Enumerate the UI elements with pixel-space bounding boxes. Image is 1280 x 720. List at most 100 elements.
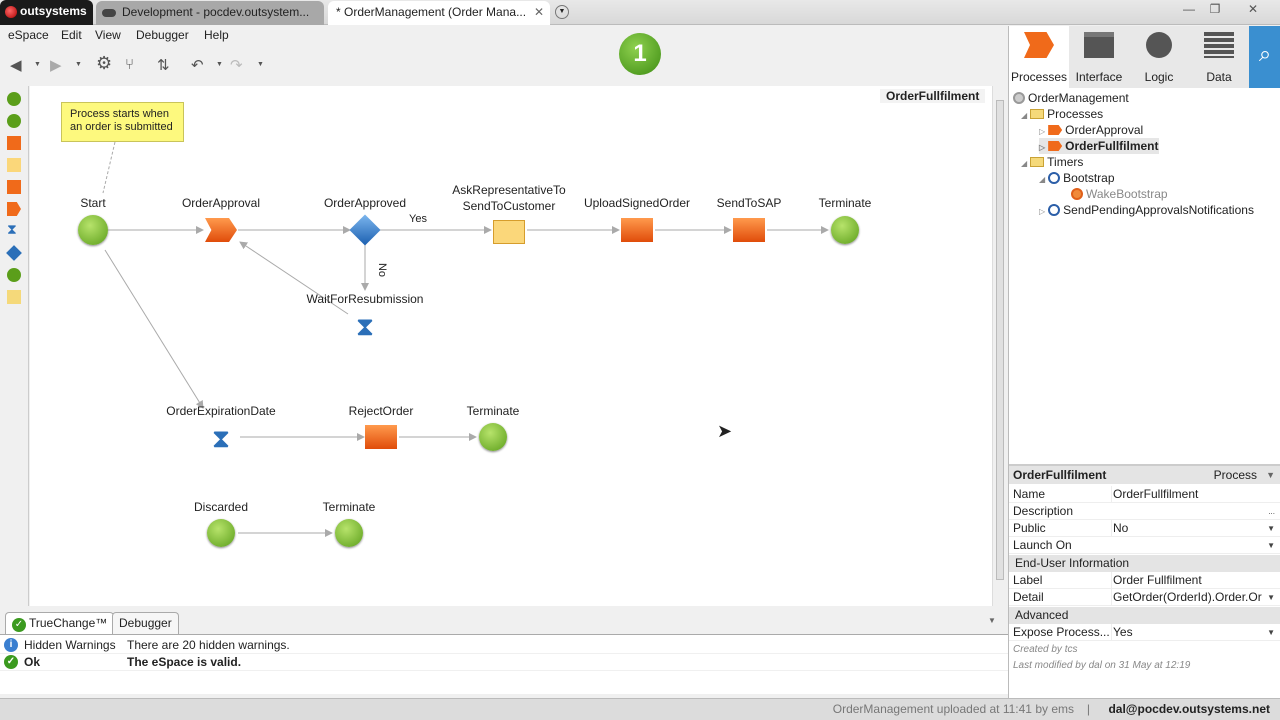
prop-value[interactable]: GetOrder(OrderId).Order.Or [1111, 589, 1262, 606]
comment-tool-icon[interactable] [7, 290, 21, 304]
tree-item-bootstrap[interactable]: ◢Bootstrap [1039, 170, 1115, 186]
close-window-button[interactable]: ✕ [1247, 2, 1259, 16]
expand-icon[interactable]: ▷ [1039, 143, 1046, 152]
expand-icon[interactable]: ◢ [1039, 175, 1046, 184]
end-node-icon[interactable] [479, 423, 507, 451]
restore-button[interactable]: ❐ [1209, 2, 1221, 16]
tree-item-wake-bootstrap[interactable]: WakeBootstrap [1071, 186, 1168, 202]
chevron-down-icon[interactable]: ▼ [1267, 593, 1275, 602]
human-activity-node-icon[interactable] [621, 218, 653, 242]
conditional-start-node-icon[interactable] [207, 519, 235, 547]
upload-download-icon[interactable]: ⇅ [157, 57, 170, 74]
tree-item-send-pending[interactable]: ▷SendPendingApprovalsNotifications [1039, 202, 1254, 218]
automatic-activity-node-icon[interactable] [365, 425, 397, 449]
outsystems-logo-tab[interactable]: outsystems [0, 0, 93, 25]
send-email-tool-icon[interactable] [7, 158, 21, 172]
chevron-down-icon[interactable]: ▼ [1267, 628, 1275, 637]
start-tool-icon[interactable] [7, 92, 21, 106]
send-email-node-icon[interactable] [493, 220, 525, 244]
execute-process-tool-icon[interactable] [7, 202, 21, 216]
forward-icon[interactable]: ▶ [50, 57, 62, 74]
tab-development[interactable]: Development - pocdev.outsystem... [96, 1, 324, 25]
connector [239, 241, 349, 315]
prop-value[interactable]: Order Fullfilment [1111, 572, 1263, 589]
ellipsis-button[interactable]: ... [1268, 507, 1275, 516]
redo-dropdown-icon[interactable]: ▼ [257, 61, 264, 68]
tab-data[interactable]: Data [1189, 26, 1249, 88]
comment-note[interactable]: Process starts when an order is submitte… [61, 102, 184, 142]
prop-expose-process[interactable]: Expose Process...Yes▼ [1009, 624, 1280, 641]
tree-item-order-fullfilment[interactable]: ▷OrderFullfilment [1039, 138, 1159, 154]
start-node-icon[interactable] [78, 215, 108, 245]
forward-dropdown-icon[interactable]: ▼ [75, 61, 82, 68]
compare-merge-icon[interactable]: ⑂ [125, 56, 135, 73]
tab-logic[interactable]: Logic [1129, 26, 1189, 88]
automatic-activity-node-icon[interactable] [733, 218, 765, 242]
tab-truechange[interactable]: ✓TrueChange™ [5, 612, 115, 634]
comment-connector [102, 141, 116, 194]
process-flow-canvas[interactable] [30, 86, 992, 606]
close-tab-icon[interactable]: ✕ [533, 5, 544, 19]
expand-icon[interactable]: ◢ [1021, 159, 1028, 168]
canvas-vertical-scrollbar[interactable] [992, 86, 1007, 606]
human-activity-tool-icon[interactable] [7, 136, 21, 150]
back-icon[interactable]: ◀ [10, 57, 22, 74]
prop-launch-on[interactable]: Launch On▼ [1009, 537, 1280, 554]
menu-espace[interactable]: eSpace [8, 28, 49, 42]
wait-tool-icon[interactable]: ⧗ [7, 221, 17, 237]
node-label: Terminate [322, 500, 376, 514]
tree-item-timers[interactable]: ◢Timers [1021, 154, 1083, 170]
redo-icon[interactable]: ↷ [230, 57, 243, 74]
tab-list-dropdown-icon[interactable]: ▼ [555, 5, 569, 19]
tab-order-management[interactable]: * OrderManagement (Order Mana...✕ [328, 1, 550, 25]
end-tool-icon[interactable] [7, 268, 21, 282]
minimize-button[interactable]: — [1183, 2, 1195, 16]
expand-icon[interactable]: ◢ [1021, 111, 1028, 120]
expand-icon[interactable]: ▷ [1039, 127, 1046, 136]
expand-icon[interactable]: ▷ [1039, 207, 1046, 216]
search-button[interactable]: ⌕ [1249, 26, 1280, 88]
upload-status: OrderManagement uploaded at 11:41 by ems [832, 702, 1074, 716]
menu-help[interactable]: Help [204, 28, 229, 42]
chevron-down-icon[interactable]: ▼ [1267, 541, 1275, 550]
prop-value[interactable]: No [1111, 520, 1263, 537]
flow-connectors [102, 141, 829, 537]
chevron-down-icon[interactable]: ▼ [1266, 470, 1275, 480]
chevron-down-icon[interactable]: ▼ [1267, 524, 1275, 533]
scrollbar-thumb[interactable] [996, 100, 1004, 580]
back-dropdown-icon[interactable]: ▼ [34, 61, 41, 68]
undo-icon[interactable]: ↶ [191, 57, 204, 74]
tree-item-root[interactable]: OrderManagement [1013, 90, 1129, 106]
gear-icon[interactable]: ⚙ [96, 53, 113, 73]
wait-node-icon[interactable]: ⧗ [211, 423, 231, 453]
menu-debugger[interactable]: Debugger [136, 28, 189, 42]
tab-debugger[interactable]: Debugger [112, 612, 179, 634]
tab-interface[interactable]: Interface [1069, 26, 1129, 88]
end-node-icon[interactable] [831, 216, 859, 244]
message-text: There are 20 hidden warnings. [127, 638, 290, 652]
panel-splitter[interactable] [1009, 464, 1280, 466]
menu-edit[interactable]: Edit [61, 28, 82, 42]
conditional-start-tool-icon[interactable] [7, 114, 21, 128]
end-node-icon[interactable] [335, 519, 363, 547]
undo-dropdown-icon[interactable]: ▼ [216, 61, 223, 68]
prop-description[interactable]: Description... [1009, 503, 1280, 520]
menu-view[interactable]: View [95, 28, 121, 42]
chevron-down-icon[interactable]: ▼ [988, 616, 996, 625]
automatic-activity-tool-icon[interactable] [7, 180, 21, 194]
prop-value[interactable]: OrderFullfilment [1111, 486, 1263, 503]
tree-item-processes[interactable]: ◢Processes [1021, 106, 1103, 122]
tree-item-order-approval[interactable]: ▷OrderApproval [1039, 122, 1143, 138]
user-account[interactable]: dal@pocdev.outsystems.net [1108, 702, 1270, 716]
node-label: OrderApproved [323, 196, 407, 210]
tab-label: Data [1206, 70, 1232, 84]
prop-value[interactable]: Yes [1111, 624, 1263, 641]
wait-node-icon[interactable]: ⧗ [355, 311, 375, 341]
tab-processes[interactable]: Processes [1009, 26, 1069, 88]
